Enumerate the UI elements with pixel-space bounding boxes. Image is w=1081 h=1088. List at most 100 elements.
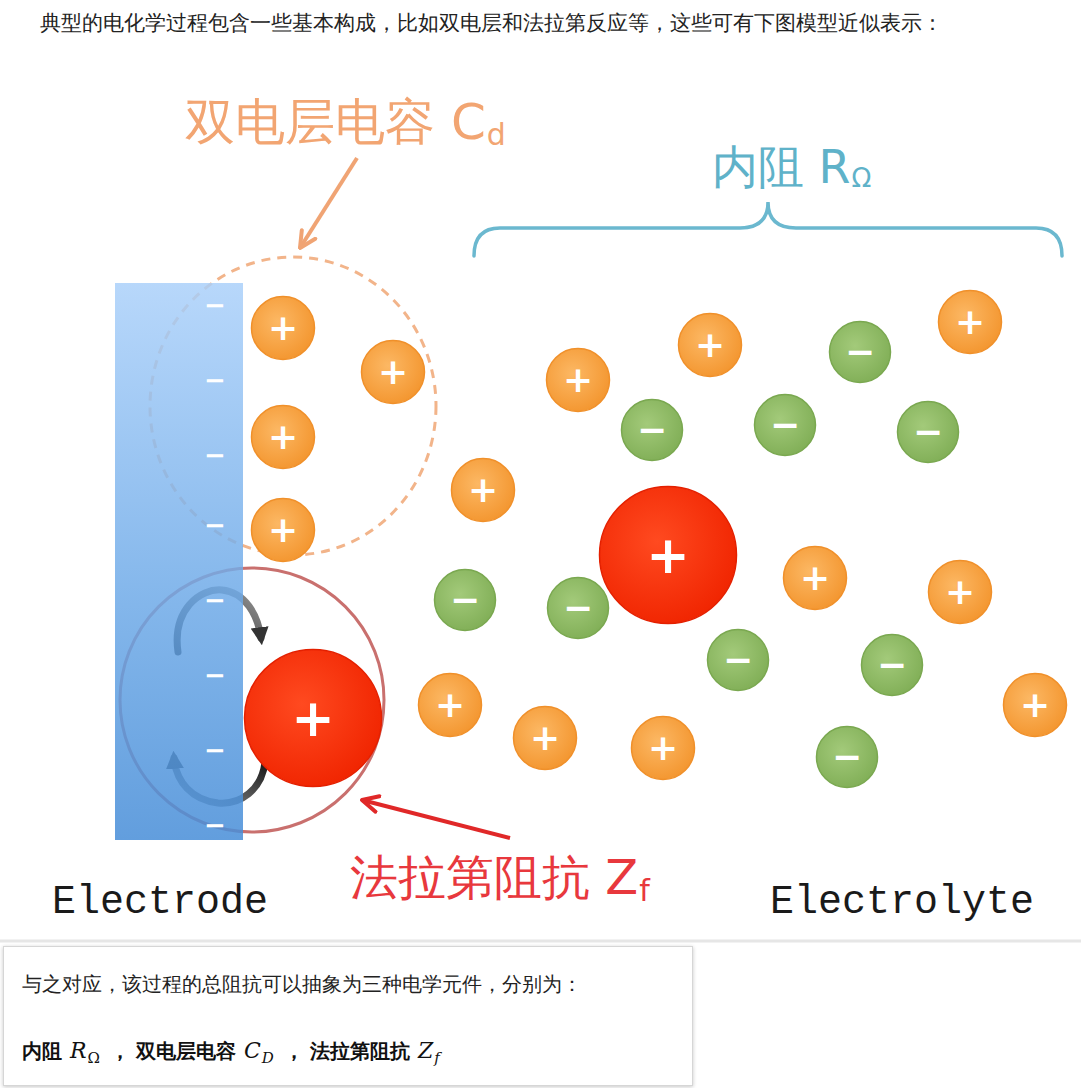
ion-charge: − [563, 590, 593, 626]
anion-ion: − [828, 320, 892, 384]
cation-ion: + [360, 339, 426, 405]
ion-body [452, 459, 515, 522]
element-symbol: Ω [88, 1049, 100, 1069]
cation-ion: + [512, 705, 578, 771]
ion-body [1004, 674, 1067, 737]
ion-charge: − [637, 412, 667, 448]
cation-ion: + [630, 715, 696, 781]
summary-panel: 与之对应，该过程的总阻抗可以抽象为三种电学元件，分别为： 内阻 RΩ ，双电层电容 CD… [3, 946, 693, 1086]
cation-ion: + [417, 672, 483, 738]
element-symbol: R [70, 1037, 87, 1066]
cation-ion: + [1002, 672, 1068, 738]
element-symbol: D [262, 1049, 274, 1069]
ion-charge: − [845, 334, 875, 370]
ion-charge: − [723, 642, 753, 678]
leader-arrow [362, 800, 510, 838]
electron-charge: − [204, 442, 226, 468]
electrode-bar: − − − − − − − − [115, 283, 243, 840]
cation-ion: + [450, 457, 516, 523]
resistance-label: 内阻 R [712, 140, 851, 195]
ion-body [252, 297, 315, 360]
ion-body [817, 727, 878, 788]
ion-body [419, 674, 482, 737]
ion-body [939, 291, 1002, 354]
resistance-bracket [474, 202, 1062, 256]
cation-ion: + [677, 312, 743, 378]
ion-charge: + [695, 327, 725, 363]
ion-charge: + [800, 560, 830, 596]
reacting-cation-ion: + [598, 485, 738, 625]
element-name: 双电层电容 [136, 1038, 236, 1064]
capacitance-label: 双电层电容 C [185, 92, 486, 152]
ion-charge: + [291, 692, 335, 744]
ion-body [929, 561, 992, 624]
ion-body [898, 402, 959, 463]
cation-ion: + [250, 497, 316, 563]
cation-ion: + [782, 545, 848, 611]
element-name: ， [110, 1038, 130, 1064]
ion-body [862, 635, 923, 696]
anion-ion: − [753, 393, 817, 457]
electron-charge: − [204, 587, 226, 613]
ion-charge: − [832, 739, 862, 775]
part-name: Electrode [52, 879, 268, 927]
cation-ion: + [927, 559, 993, 625]
leader-arrow [300, 158, 357, 248]
cation-ion: + [937, 289, 1003, 355]
anion-ion: − [433, 568, 497, 632]
cation-ion: + [250, 295, 316, 361]
ion-body [600, 487, 737, 624]
electron-charge: − [204, 512, 226, 538]
electron-charge: − [204, 367, 226, 393]
ion-charge: − [913, 414, 943, 450]
cation-ion: + [545, 347, 611, 413]
ion-body [435, 570, 496, 631]
ion-body [784, 547, 847, 610]
reacting-cation-ion: + [243, 648, 383, 788]
ion-body [830, 322, 891, 383]
ion-body [708, 630, 769, 691]
element-symbol: C [244, 1037, 261, 1066]
ion-charge: + [468, 472, 498, 508]
ion-body [362, 341, 425, 404]
electron-charge: − [204, 662, 226, 688]
cation-ion: + [250, 404, 316, 470]
ion-body [755, 395, 816, 456]
element-name: 法拉第阻抗 [310, 1038, 410, 1064]
ion-body [245, 650, 382, 787]
ion-charge: + [530, 720, 560, 756]
ion-body [514, 707, 577, 770]
ion-body [252, 499, 315, 562]
element-symbol: Z [418, 1037, 433, 1066]
ion-body [679, 314, 742, 377]
element-symbol: f [434, 1049, 440, 1069]
electron-charge: − [204, 737, 226, 763]
subscript: f [639, 873, 650, 909]
summary-text: 与之对应，该过程的总阻抗可以抽象为三种电学元件，分别为： [22, 971, 582, 997]
anion-ion: − [860, 633, 924, 697]
anion-ion: − [815, 725, 879, 789]
separator-line [0, 940, 1081, 943]
ion-charge: − [770, 407, 800, 443]
electron-charge: − [204, 812, 226, 838]
ion-body [622, 400, 683, 461]
anion-ion: − [620, 398, 684, 462]
page-title: 典型的电化学过程包含一些基本构成，比如双电层和法拉第反应等，这些可有下图模型近似… [40, 10, 943, 37]
ion-charge: + [646, 529, 690, 581]
ion-charge: + [268, 512, 298, 548]
part-name: Electrolyte [770, 879, 1034, 927]
element-name: 内阻 [22, 1038, 62, 1064]
summary-elements: 内阻RΩ，双电层电容CD，法拉第阻抗Zf [22, 1037, 444, 1066]
subscript: Ω [852, 163, 872, 194]
ion-body [252, 406, 315, 469]
ion-charge: + [268, 419, 298, 455]
subscript: d [487, 117, 506, 153]
anion-ion: − [546, 576, 610, 640]
ion-charge: − [450, 582, 480, 618]
ion-body [547, 349, 610, 412]
ion-charge: + [1020, 687, 1050, 723]
ion-charge: + [378, 354, 408, 390]
electron-charge: − [204, 292, 226, 318]
ion-charge: + [435, 687, 465, 723]
